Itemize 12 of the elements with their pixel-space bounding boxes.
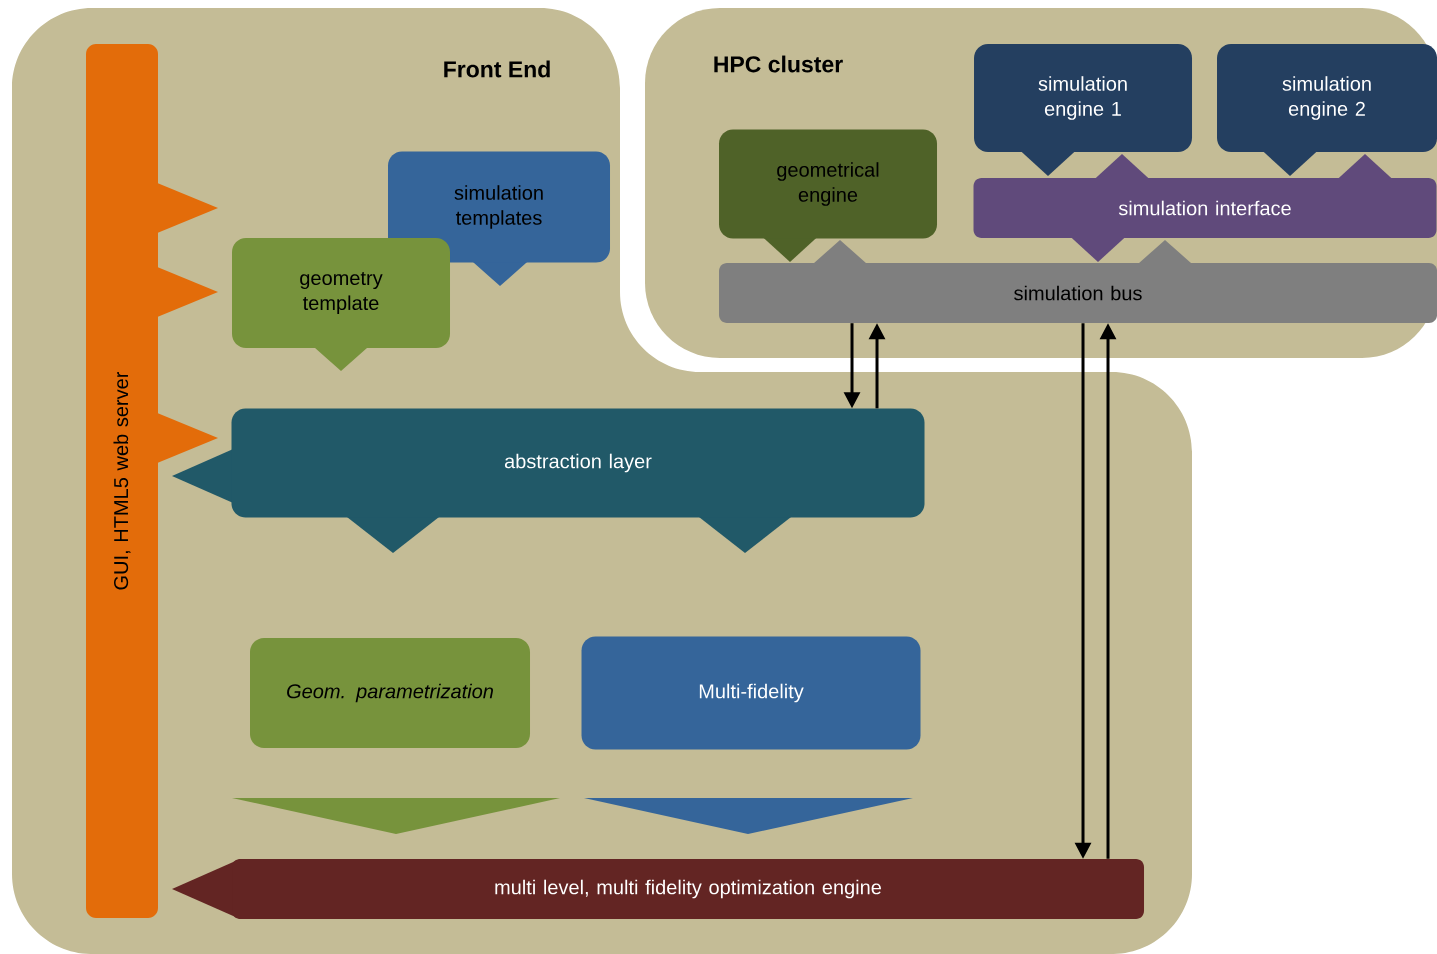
callout-box: Geom. parametrization — [232, 638, 560, 834]
callout-box: multi level, multi fidelity optimization engine — [172, 859, 1144, 919]
callout-box: simulation templates — [388, 151, 610, 286]
bar: GUI, HTML5 web server — [86, 44, 218, 918]
callout-box: simulation bus — [719, 240, 1437, 323]
callout-box: simulation interface — [973, 154, 1437, 262]
callout-box: Multi-fidelity — [581, 636, 921, 834]
callout-box: simulation engine 1 — [974, 44, 1192, 176]
callout-box: geometry template — [232, 238, 450, 371]
callout-box: simulation engine 2 — [1217, 44, 1437, 176]
callout-box: geometrical engine — [719, 129, 937, 262]
callout-box: abstraction layer — [172, 408, 925, 553]
